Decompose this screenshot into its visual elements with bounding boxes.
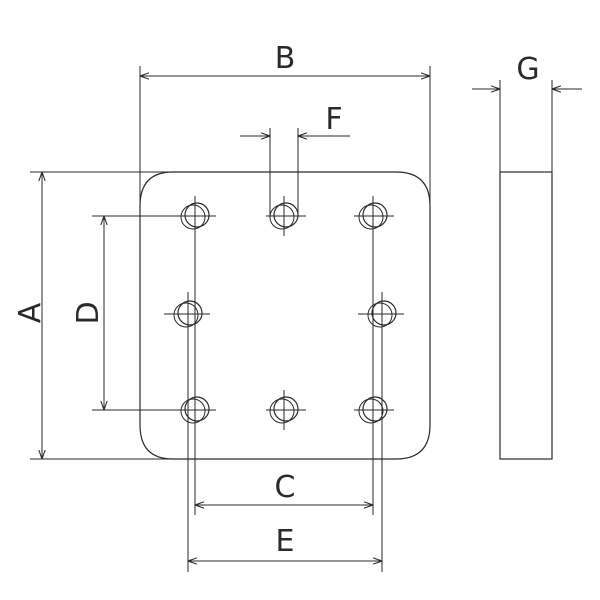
holes <box>164 196 404 430</box>
label-a: A <box>13 302 48 323</box>
dimension-b: B <box>139 41 431 205</box>
hole-top-right <box>354 196 394 236</box>
dimension-g: G <box>472 52 582 89</box>
hole-middle-left <box>164 292 210 336</box>
label-b: B <box>275 41 296 76</box>
dimension-c: C <box>194 216 374 515</box>
label-c: C <box>275 470 296 505</box>
label-e: E <box>276 524 295 559</box>
dimension-a: A <box>13 171 175 460</box>
hole-middle-right <box>358 292 404 336</box>
label-g: G <box>516 52 539 87</box>
side-view <box>499 80 553 460</box>
dimension-d: D <box>71 215 195 411</box>
label-d: D <box>71 301 106 324</box>
hole-bottom-right <box>354 390 394 430</box>
side-view-plate <box>499 171 553 460</box>
dimension-e: E <box>187 314 383 572</box>
label-f: F <box>325 102 342 137</box>
hole-top-center <box>266 196 306 236</box>
plate-outline <box>139 171 431 460</box>
dimension-f: F <box>240 102 350 216</box>
hole-bottom-center <box>266 390 306 430</box>
